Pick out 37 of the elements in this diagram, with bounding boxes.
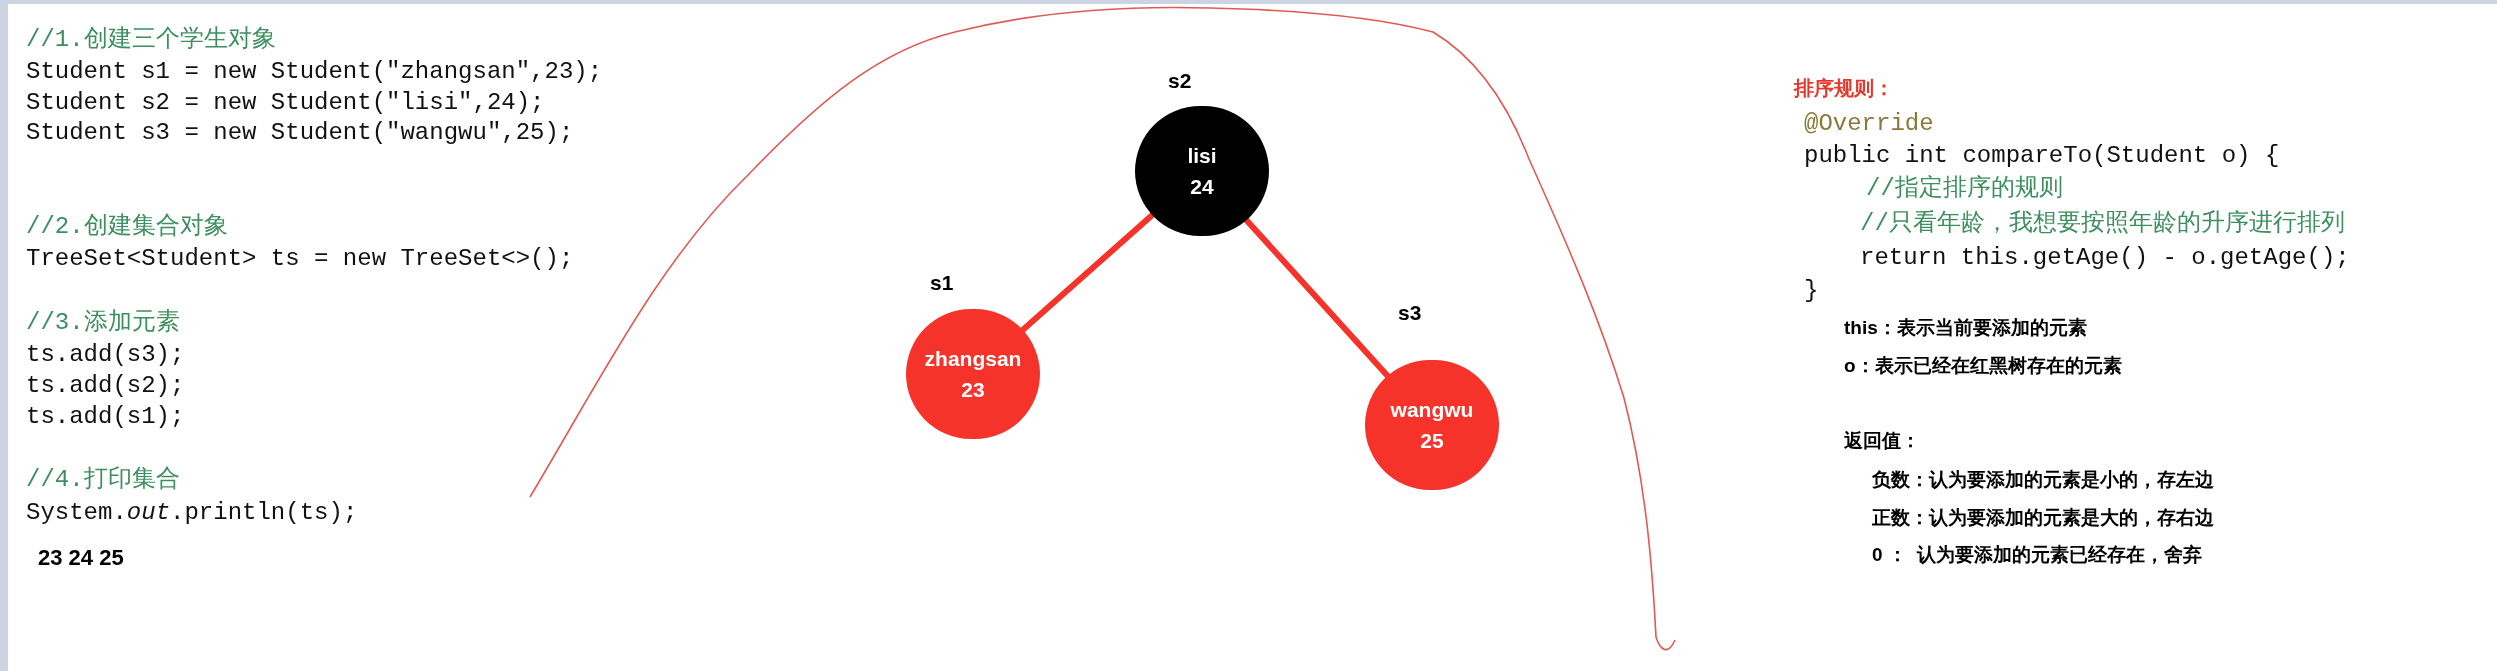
code-line: }: [1804, 279, 1819, 303]
node-text: zhangsan: [924, 348, 1022, 369]
tree-edge: [1019, 211, 1156, 334]
code-line: ts.add(s2);: [26, 374, 185, 398]
note-text: 23 24 25: [38, 547, 124, 569]
code-line: //指定排序的规则: [1866, 177, 2063, 201]
note-text: o：表示已经在红黑树存在的元素: [1844, 356, 2122, 375]
node-text: 23: [961, 379, 985, 400]
code-line: //只看年龄，我想要按照年龄的升序进行排列: [1860, 212, 2345, 236]
code-line: return this.getAge() - o.getAge();: [1860, 246, 2350, 270]
note-text: 正数：认为要添加的元素是大的，存右边: [1872, 508, 2214, 527]
note-text: 返回值：: [1844, 431, 1920, 450]
code-line: //2.创建集合对象: [26, 215, 228, 239]
code-line: Student s3 = new Student("wangwu",25);: [26, 121, 574, 145]
note-text: 负数：认为要添加的元素是小的，存左边: [1872, 470, 2214, 489]
node-text: wangwu: [1390, 399, 1474, 420]
node-caption: s1: [930, 272, 954, 293]
code-line: Student s2 = new Student("lisi",24);: [26, 91, 545, 115]
code-line: System.out.println(ts);: [26, 501, 358, 525]
code-line: //3.添加元素: [26, 311, 180, 335]
code-line: public int compareTo(Student o) {: [1804, 144, 2280, 168]
code-line: ts.add(s1);: [26, 405, 185, 429]
node-caption: s3: [1398, 302, 1422, 323]
code-line: @Override: [1804, 112, 1934, 136]
note-text: 排序规则：: [1794, 78, 1894, 98]
code-line: ts.add(s3);: [26, 343, 185, 367]
node-text: lisi: [1187, 145, 1217, 166]
code-line: //4.打印集合: [26, 468, 180, 492]
code-line: //1.创建三个学生对象: [26, 28, 276, 52]
code-line: Student s1 = new Student("zhangsan",23);: [26, 60, 603, 84]
node-text: 24: [1190, 176, 1214, 197]
note-text: 0 ： 认为要添加的元素已经存在，舍弃: [1872, 545, 2203, 564]
node-text: 25: [1420, 430, 1444, 451]
code-line: TreeSet<Student> ts = new TreeSet<>();: [26, 247, 574, 271]
note-text: this：表示当前要添加的元素: [1844, 318, 2087, 337]
node-caption: s2: [1168, 70, 1192, 91]
tree-edge: [1243, 216, 1391, 380]
